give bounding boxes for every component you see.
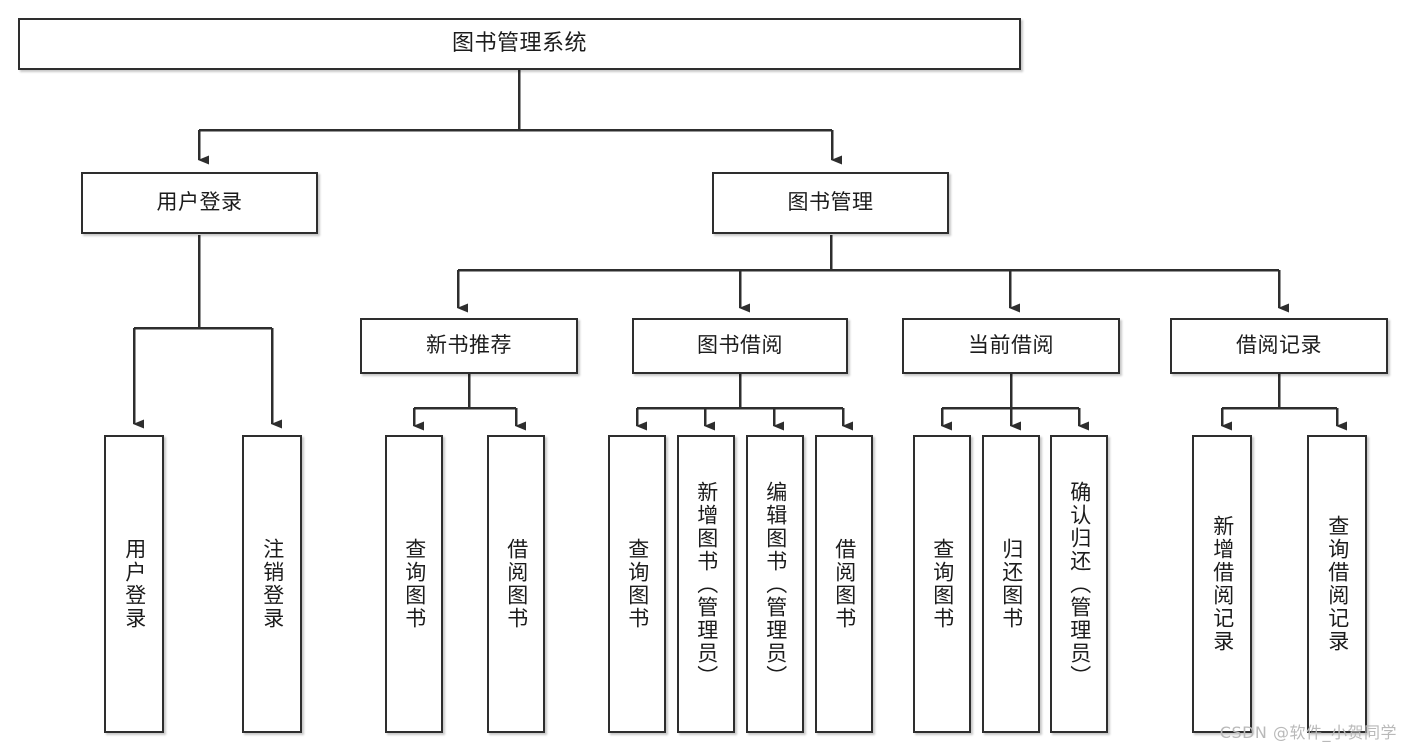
node-label: 用户登录: [156, 190, 243, 215]
node-label: 确认归还（管理员）: [1067, 480, 1092, 688]
node-new-book-recommend[interactable]: 新书推荐: [360, 318, 578, 374]
node-label: 图书管理系统: [451, 30, 587, 56]
node-label: 查询图书: [625, 538, 650, 630]
node-label: 图书管理: [787, 190, 874, 215]
leaf-query-book-current[interactable]: 查询图书: [913, 435, 971, 733]
node-label: 新书推荐: [426, 333, 512, 358]
node-user-login[interactable]: 用户登录: [81, 172, 318, 234]
leaf-query-book-recommend[interactable]: 查询图书: [385, 435, 443, 733]
node-borrow-record[interactable]: 借阅记录: [1170, 318, 1388, 374]
node-label: 查询图书: [930, 538, 955, 630]
leaf-add-borrow-record[interactable]: 新增借阅记录: [1192, 435, 1252, 733]
leaf-logout-login[interactable]: 注销登录: [242, 435, 302, 733]
node-label: 当前借阅: [968, 333, 1054, 358]
node-label: 查询图书: [402, 538, 427, 630]
node-book-manage[interactable]: 图书管理: [712, 172, 949, 234]
node-book-borrow[interactable]: 图书借阅: [632, 318, 848, 374]
node-label: 图书借阅: [697, 333, 783, 358]
node-label: 新增借阅记录: [1210, 515, 1235, 653]
leaf-user-login[interactable]: 用户登录: [104, 435, 164, 733]
csdn-watermark: CSDN @软件_小贺同学: [1219, 723, 1397, 742]
node-label: 注销登录: [260, 538, 285, 630]
node-label: 借阅图书: [832, 538, 857, 630]
node-label: 借阅图书: [504, 538, 529, 630]
leaf-return-book[interactable]: 归还图书: [982, 435, 1040, 733]
node-label: 借阅记录: [1236, 333, 1322, 358]
node-label: 用户登录: [122, 538, 147, 630]
leaf-borrow-book-recommend[interactable]: 借阅图书: [487, 435, 545, 733]
node-label: 编辑图书（管理员）: [763, 480, 788, 688]
node-current-borrow[interactable]: 当前借阅: [902, 318, 1120, 374]
leaf-edit-book-admin[interactable]: 编辑图书（管理员）: [746, 435, 804, 733]
node-label: 新增图书（管理员）: [694, 480, 719, 688]
leaf-borrow-book-borrow[interactable]: 借阅图书: [815, 435, 873, 733]
node-label: 归还图书: [999, 538, 1024, 630]
leaf-add-book-admin[interactable]: 新增图书（管理员）: [677, 435, 735, 733]
node-root-system[interactable]: 图书管理系统: [18, 18, 1021, 70]
leaf-query-book-borrow[interactable]: 查询图书: [608, 435, 666, 733]
leaf-query-borrow-record[interactable]: 查询借阅记录: [1307, 435, 1367, 733]
leaf-confirm-return-admin[interactable]: 确认归还（管理员）: [1050, 435, 1108, 733]
node-label: 查询借阅记录: [1325, 515, 1350, 653]
